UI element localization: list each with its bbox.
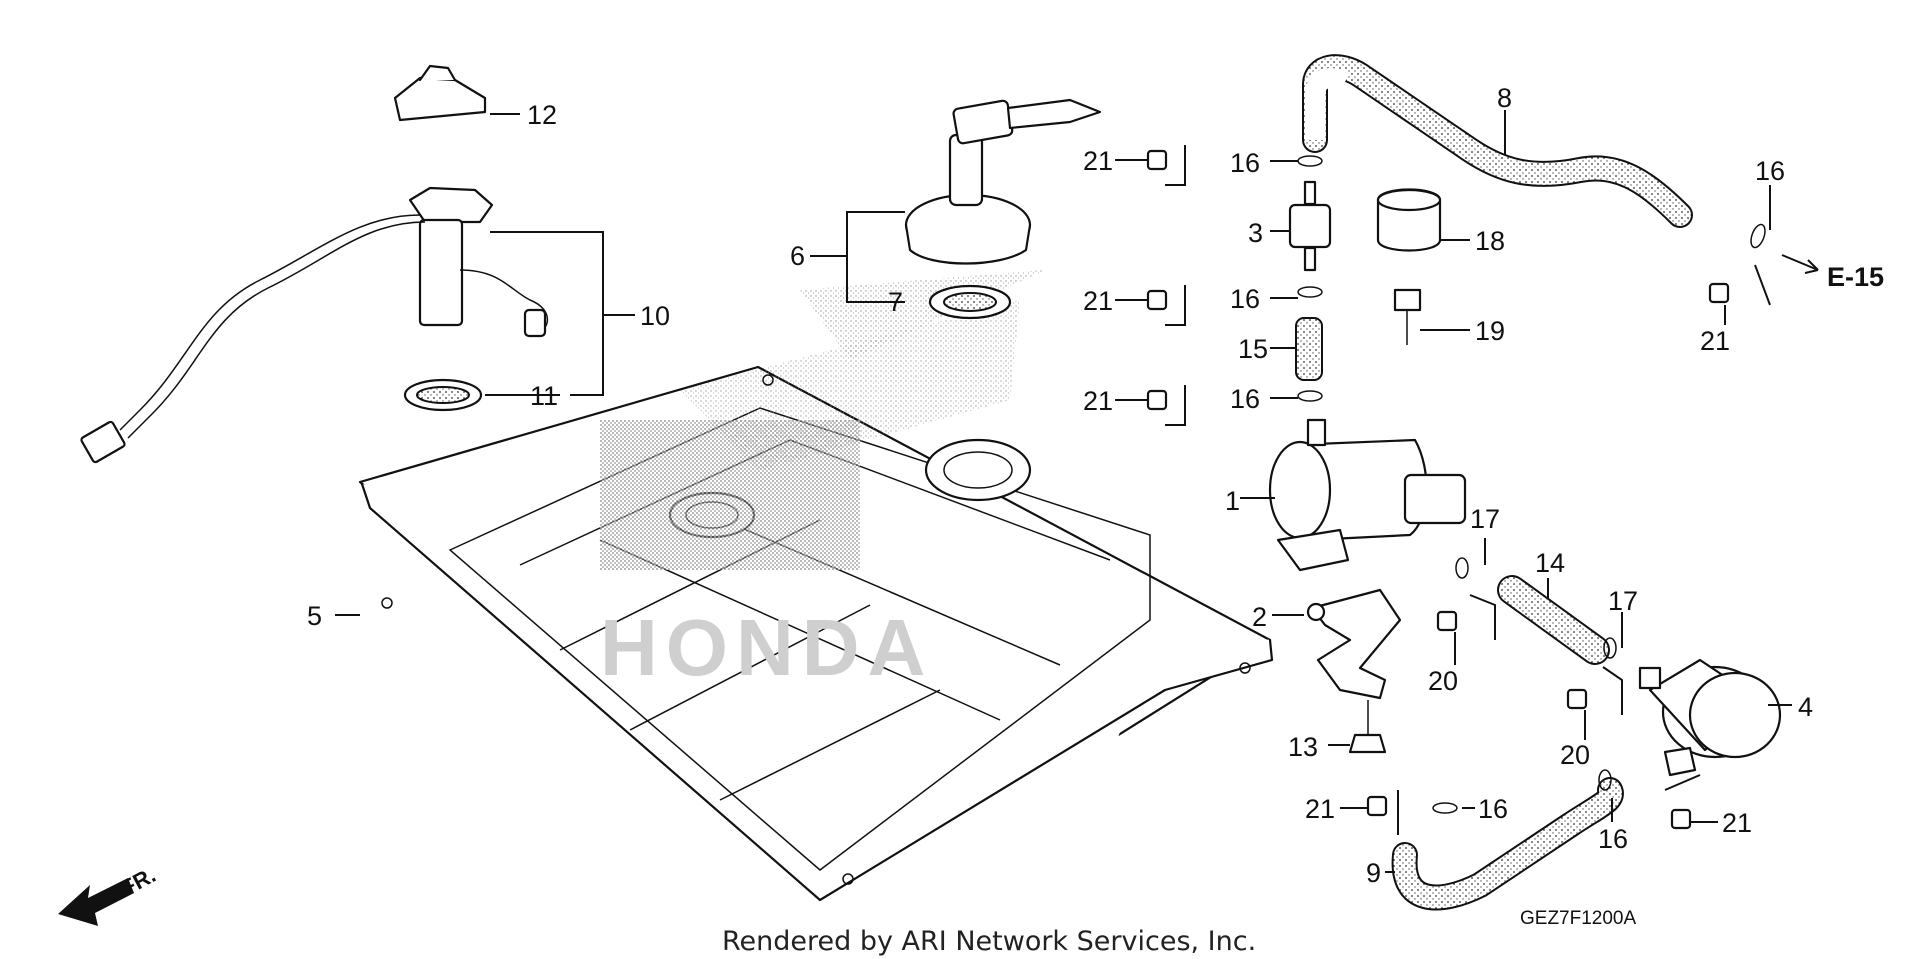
hose-clips bbox=[1146, 145, 1771, 835]
credit-text: Rendered by ARI Network Services, Inc. bbox=[722, 926, 1256, 957]
label-21e: 21 bbox=[1305, 794, 1335, 824]
label-17b: 17 bbox=[1608, 586, 1638, 616]
label-16a: 16 bbox=[1230, 148, 1260, 178]
label-19: 19 bbox=[1475, 316, 1505, 346]
label-21f: 21 bbox=[1722, 808, 1752, 838]
label-1: 1 bbox=[1225, 486, 1240, 516]
fuel-pump-unit bbox=[80, 64, 549, 464]
front-arrow-icon: FR. bbox=[58, 862, 160, 926]
label-7: 7 bbox=[888, 287, 903, 317]
part-labels: 1 2 3 4 5 6 7 8 9 10 11 12 13 14 15 16 1… bbox=[307, 83, 1813, 888]
label-20a: 20 bbox=[1428, 666, 1458, 696]
label-10: 10 bbox=[640, 301, 670, 331]
pump-bracket bbox=[1306, 588, 1402, 754]
fuel-pump bbox=[1268, 418, 1467, 572]
leader-lines bbox=[335, 110, 1819, 873]
label-8: 8 bbox=[1497, 83, 1512, 113]
label-21d: 21 bbox=[1700, 326, 1730, 356]
label-20b: 20 bbox=[1560, 740, 1590, 770]
label-16b: 16 bbox=[1230, 284, 1260, 314]
fuel-filter bbox=[1288, 180, 1442, 381]
label-9: 9 bbox=[1366, 858, 1381, 888]
label-16e: 16 bbox=[1478, 794, 1508, 824]
label-12: 12 bbox=[527, 100, 557, 130]
label-15: 15 bbox=[1238, 334, 1268, 364]
fuel-fill-cap bbox=[904, 98, 1102, 320]
label-5: 5 bbox=[307, 601, 322, 631]
label-17a: 17 bbox=[1470, 504, 1500, 534]
label-2: 2 bbox=[1252, 602, 1267, 632]
label-3: 3 bbox=[1248, 218, 1263, 248]
label-21c: 21 bbox=[1083, 386, 1113, 416]
label-21a: 21 bbox=[1083, 146, 1113, 176]
label-6: 6 bbox=[790, 241, 805, 271]
breather-hose bbox=[1302, 54, 1693, 228]
label-4: 4 bbox=[1798, 692, 1813, 722]
honda-watermark: HONDA bbox=[600, 603, 933, 692]
fuel-hose-14 bbox=[1497, 575, 1610, 665]
label-16f: 16 bbox=[1598, 824, 1628, 854]
label-11: 11 bbox=[530, 381, 558, 411]
fuel-hose-9 bbox=[1391, 777, 1624, 911]
fuel-strainer bbox=[1638, 658, 1782, 777]
label-14: 14 bbox=[1535, 548, 1565, 578]
label-13: 13 bbox=[1288, 732, 1318, 762]
label-16d: 16 bbox=[1755, 156, 1785, 186]
label-21b: 21 bbox=[1083, 286, 1113, 316]
label-16c: 16 bbox=[1230, 384, 1260, 414]
label-18: 18 bbox=[1475, 226, 1505, 256]
diagram-code: GEZ7F1200A bbox=[1520, 908, 1636, 929]
fuel-tank: HONDA bbox=[358, 270, 1274, 902]
section-reference[interactable]: E-15 bbox=[1827, 262, 1884, 292]
